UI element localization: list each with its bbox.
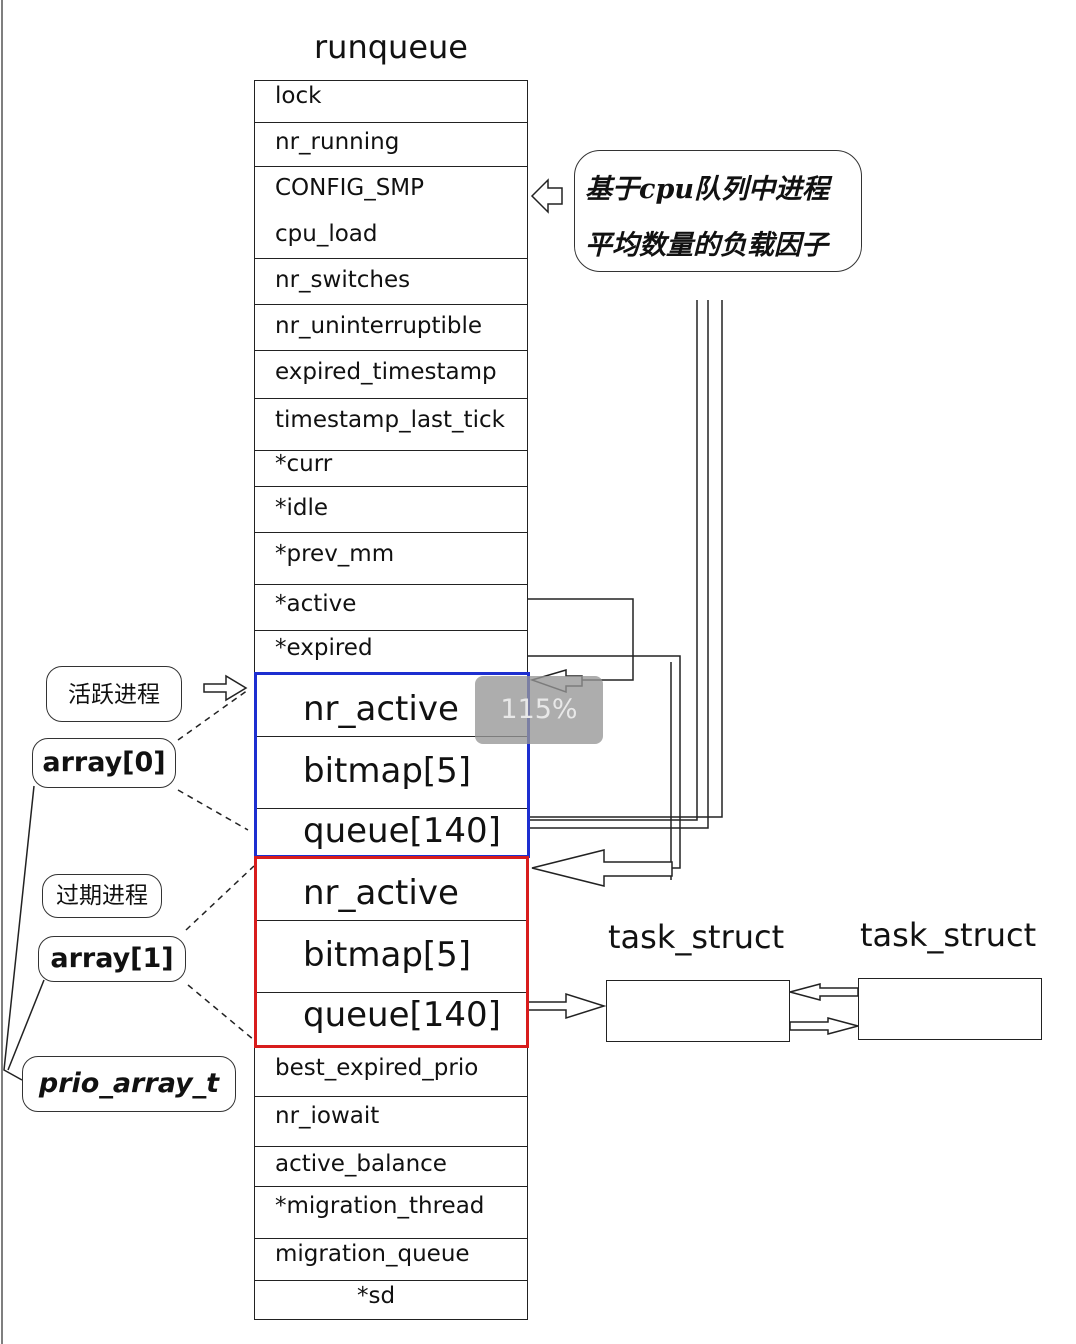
array1-field: queue[140] <box>303 995 501 1035</box>
task-struct-box <box>606 980 790 1042</box>
field-row: nr_iowait <box>255 1097 527 1147</box>
field-row: *idle <box>255 487 527 533</box>
expired-process-label: 过期进程 <box>42 874 162 918</box>
field-row: *migration_thread <box>255 1187 527 1239</box>
cpu-load-note-line1: 基于cpu队列中进程 <box>585 174 829 205</box>
field-row: *sd <box>357 1283 396 1309</box>
field-row: *expired <box>275 635 373 661</box>
field-row: lock <box>255 81 527 123</box>
task-struct-label: task_struct <box>608 918 785 956</box>
link-arrow-right <box>789 1017 861 1035</box>
task-struct-box <box>858 978 1042 1040</box>
runqueue-table: lock nr_running CONFIG_SMP cpu_load nr_s… <box>254 80 528 1320</box>
field-row: *prev_mm <box>255 533 527 585</box>
field-row: nr_switches <box>255 259 527 305</box>
array1-label: array[1] <box>38 936 186 982</box>
queue-hollow-arrow <box>527 992 607 1020</box>
active-hollow-arrow <box>203 674 248 702</box>
array1-field: nr_active <box>257 859 526 921</box>
cpu-load-note: 基于cpu队列中进程 平均数量的负载因子 <box>574 150 862 272</box>
field-row: active_balance <box>255 1147 527 1187</box>
field-row: *curr <box>255 451 527 487</box>
runqueue-title: runqueue <box>314 28 468 66</box>
field-row: nr_running <box>255 123 527 167</box>
field-row-smp: CONFIG_SMP cpu_load <box>255 167 527 259</box>
array0-field: bitmap[5] <box>257 737 527 809</box>
field-row: best_expired_prio <box>255 1047 527 1097</box>
active-process-label: 活跃进程 <box>46 666 182 722</box>
cpu-load-note-line2: 平均数量的负载因子 <box>585 230 828 261</box>
zoom-level-badge: 115% <box>475 676 603 744</box>
field-row: migration_queue <box>255 1239 527 1281</box>
array1-box: nr_active bitmap[5] queue[140] <box>254 856 529 1048</box>
task-struct-label: task_struct <box>860 916 1037 954</box>
array0-label: array[0] <box>32 738 176 788</box>
active-pointer-line <box>528 598 634 681</box>
field-row: expired_timestamp <box>255 351 527 399</box>
cpu-load-hollow-arrow <box>530 178 563 214</box>
prio-array-label: prio_array_t <box>22 1056 236 1112</box>
field-row: *active <box>255 585 527 631</box>
note-connector-line <box>528 300 698 821</box>
link-arrow-left <box>787 983 859 1001</box>
prio-array-bracket <box>3 785 35 1081</box>
expired-hollow-arrow <box>531 849 673 887</box>
field-row: nr_uninterruptible <box>255 305 527 351</box>
field-row: timestamp_last_tick <box>255 399 527 451</box>
array0-field: queue[140] <box>303 811 501 851</box>
array1-field: bitmap[5] <box>257 921 526 993</box>
array0-field: nr_active <box>257 675 527 737</box>
